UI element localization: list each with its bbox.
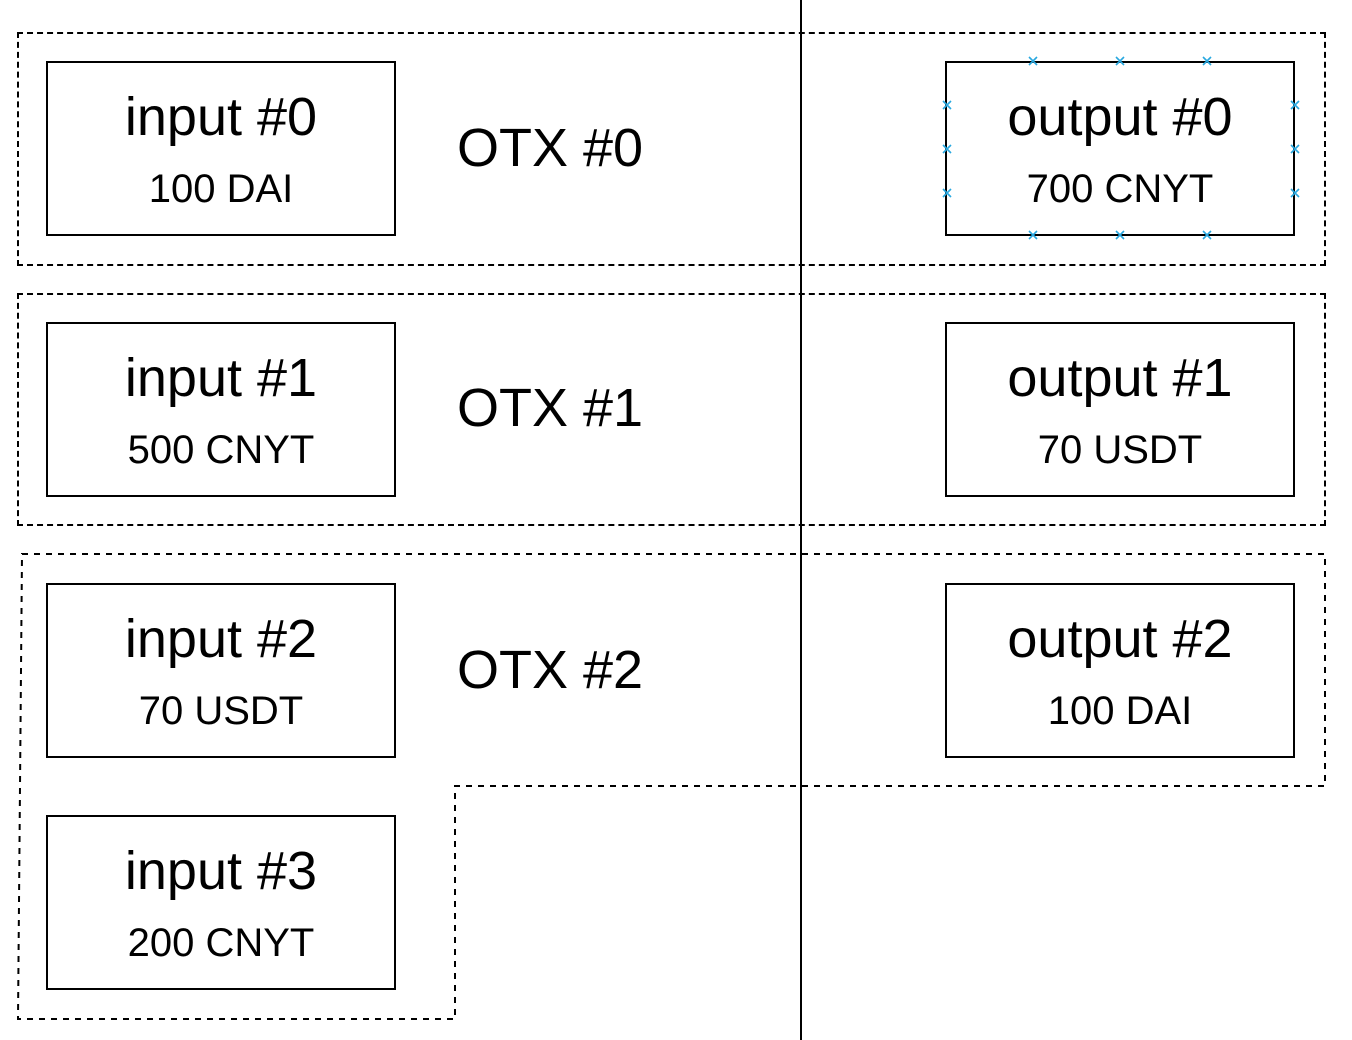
input-box-1[interactable]: input #1 500 CNYT: [46, 322, 396, 497]
output-box-1[interactable]: output #1 70 USDT: [945, 322, 1295, 497]
otx-label-2[interactable]: OTX #2: [456, 640, 644, 700]
otx-group-0-outline[interactable]: [17, 32, 1326, 266]
otx-label-0[interactable]: OTX #0: [456, 118, 644, 178]
input-box-0[interactable]: input #0 100 DAI: [46, 61, 396, 236]
input-box-3[interactable]: input #3 200 CNYT: [46, 815, 396, 990]
output-amount: 100 DAI: [1047, 689, 1193, 733]
input-amount: 200 CNYT: [127, 921, 315, 965]
input-box-2[interactable]: input #2 70 USDT: [46, 583, 396, 758]
output-title: output #2: [1007, 609, 1233, 669]
input-output-divider: [800, 0, 802, 1040]
output-amount: 700 CNYT: [1026, 167, 1214, 211]
input-amount: 500 CNYT: [127, 428, 315, 472]
otx-group-1-outline[interactable]: [17, 293, 1326, 526]
input-title: input #0: [124, 87, 318, 147]
output-box-2[interactable]: output #2 100 DAI: [945, 583, 1295, 758]
output-title: output #1: [1007, 348, 1233, 408]
input-amount: 70 USDT: [138, 689, 304, 733]
input-title: input #1: [124, 348, 318, 408]
output-title: output #0: [1007, 87, 1233, 147]
input-title: input #2: [124, 609, 318, 669]
output-amount: 70 USDT: [1037, 428, 1203, 472]
input-amount: 100 DAI: [148, 167, 294, 211]
output-box-0[interactable]: output #0 700 CNYT: [945, 61, 1295, 236]
otx-label-1[interactable]: OTX #1: [456, 378, 644, 438]
input-title: input #3: [124, 841, 318, 901]
